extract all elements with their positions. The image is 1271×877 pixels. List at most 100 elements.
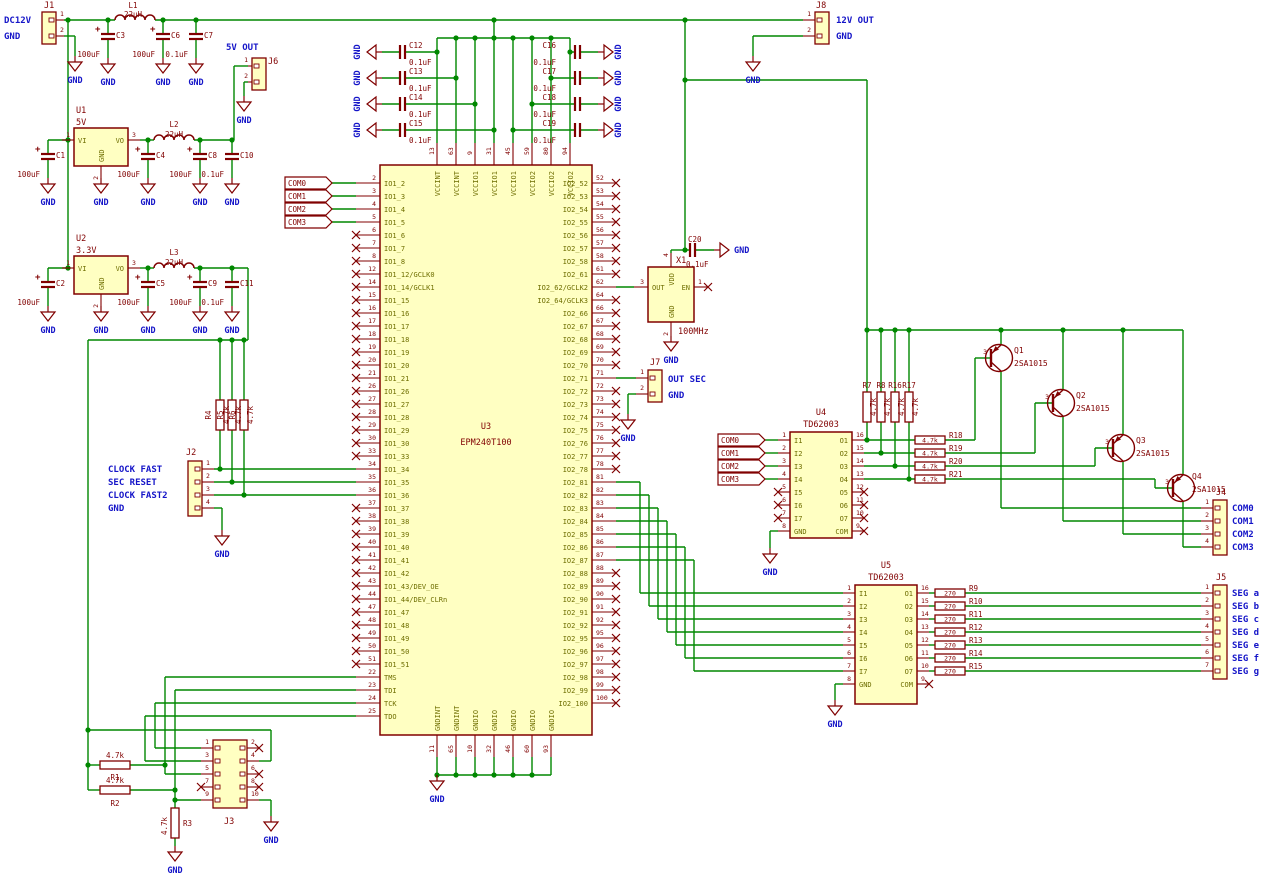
global-label-com1[interactable]: COM1	[284, 189, 333, 203]
global-label-com0[interactable]: COM0	[284, 176, 333, 190]
net-label-com0[interactable]: COM0	[1232, 504, 1254, 514]
power-symbol-gnd[interactable]: GND	[761, 548, 779, 578]
power-symbol-gnd[interactable]: GND	[223, 178, 241, 208]
net-label-seg-a[interactable]: SEG a	[1232, 589, 1259, 599]
component-u5[interactable]: U5TD620031I12I23I34I45I56I67I78GND16O115…	[843, 561, 934, 705]
resistor-r3[interactable]: R34.7k	[160, 807, 192, 839]
resistor-r7[interactable]: R74.7k	[862, 381, 878, 423]
net-label-out-sec[interactable]: OUT SEC	[668, 375, 706, 385]
global-label-com1[interactable]: COM1	[717, 446, 766, 460]
power-symbol-gnd[interactable]: GND	[39, 178, 57, 208]
power-symbol-gnd[interactable]: GND	[191, 178, 209, 208]
net-label-12v-out[interactable]: 12V OUT	[836, 16, 875, 26]
power-symbol-gnd[interactable]: GND	[598, 43, 624, 61]
power-symbol-gnd[interactable]: GND	[66, 56, 84, 86]
net-label-gnd[interactable]: GND	[668, 391, 685, 401]
net-label-seg-c[interactable]: SEG c	[1232, 615, 1259, 625]
power-symbol-gnd[interactable]: GND	[92, 178, 110, 208]
power-symbol-gnd[interactable]: GND	[166, 846, 184, 876]
power-symbol-gnd[interactable]: GND	[223, 306, 241, 336]
net-label-com1[interactable]: COM1	[1232, 517, 1254, 527]
power-symbol-gnd[interactable]: GND	[353, 121, 382, 139]
resistor-r8[interactable]: R84.7k	[876, 381, 892, 423]
power-symbol-gnd[interactable]: GND	[99, 58, 117, 88]
power-symbol-gnd[interactable]: GND	[598, 121, 624, 139]
net-label-com2[interactable]: COM2	[1232, 530, 1254, 540]
net-label-gnd[interactable]: GND	[108, 504, 125, 514]
net-label-gnd[interactable]: GND	[4, 32, 21, 42]
global-label-com2[interactable]: COM2	[717, 459, 766, 473]
power-symbol-gnd[interactable]: GND	[744, 56, 762, 86]
power-symbol-gnd[interactable]: GND	[235, 96, 253, 126]
power-symbol-gnd[interactable]: GND	[353, 69, 382, 87]
net-label-gnd[interactable]: GND	[836, 32, 853, 42]
net-label-seg-d[interactable]: SEG d	[1232, 628, 1259, 638]
net-label-seg-f[interactable]: SEG f	[1232, 654, 1259, 664]
net-label-seg-e[interactable]: SEG e	[1232, 641, 1260, 651]
power-symbol-gnd[interactable]: GND	[598, 69, 624, 87]
power-symbol-gnd[interactable]: GND	[187, 58, 205, 88]
power-symbol-gnd[interactable]: GND	[154, 58, 172, 88]
net-label-sec-reset[interactable]: SEC RESET	[108, 478, 157, 488]
net-label-clock-fast2[interactable]: CLOCK FAST2	[108, 491, 168, 501]
power-symbol-gnd[interactable]: GND	[353, 95, 382, 113]
component-u4[interactable]: U4TD620031I12I23I34I45I56I67I78GND16O115…	[773, 408, 869, 539]
power-symbol-gnd[interactable]: GND	[598, 95, 624, 113]
global-label-com2[interactable]: COM2	[284, 202, 333, 216]
power-symbol-gnd[interactable]: GND	[139, 306, 157, 336]
resistor-r2[interactable]: R24.7k	[99, 776, 131, 808]
global-label-com3[interactable]: COM3	[284, 215, 333, 229]
power-symbol-gnd[interactable]: GND	[191, 306, 209, 336]
net-label-seg-b[interactable]: SEG b	[1232, 602, 1260, 612]
power-symbol-gnd[interactable]: GND	[139, 178, 157, 208]
power-symbol-gnd[interactable]: GND	[213, 530, 231, 560]
power-symbol-gnd[interactable]: GND	[262, 816, 280, 846]
net-label-clock-fast[interactable]: CLOCK FAST	[108, 465, 163, 475]
power-symbol-gnd[interactable]: GND	[92, 306, 110, 336]
power-symbol-gnd[interactable]: GND	[39, 306, 57, 336]
